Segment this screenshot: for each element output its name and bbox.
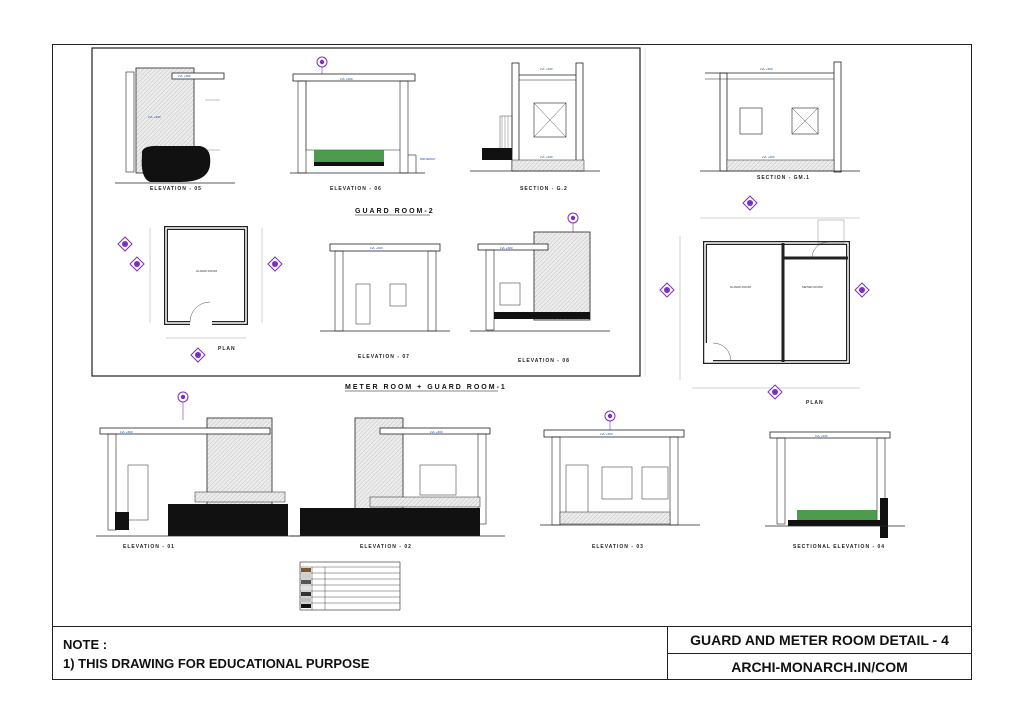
elevation-05: LVL +600 LVL +600 [115,67,235,184]
elevation-07: LVL +600 [320,243,450,332]
svg-text:DRIVEWAY: DRIVEWAY [420,157,436,161]
svg-text:LVL +600: LVL +600 [600,432,613,436]
svg-text:LVL +600: LVL +600 [120,430,133,434]
label-plan-b: PLAN [806,400,824,406]
label-section-g2: SECTION - G.2 [520,186,568,192]
svg-text:LVL +600: LVL +600 [540,67,553,71]
label-sectional-elevation-04: SECTIONAL ELEVATION - 04 [793,544,885,550]
svg-text:LVL +600: LVL +600 [430,430,443,434]
label-elevation-06: ELEVATION - 06 [330,186,382,192]
title-block: GUARD AND METER ROOM DETAIL - 4 ARCHI-MO… [667,626,972,680]
label-plan-a: PLAN [218,346,236,352]
elevation-06: LVL +600 DRIVEWAY [290,56,436,174]
plan-guard-room-2: GUARD ROOM [117,226,283,363]
label-elevation-05: ELEVATION - 05 [150,186,202,192]
label-elevation-07: ELEVATION - 07 [358,354,410,360]
header-meter-guard-room-1: METER ROOM + GUARD ROOM-1 [345,384,507,391]
svg-text:LVL +600: LVL +600 [500,246,513,250]
label-elevation-02: ELEVATION - 02 [360,544,412,550]
plan-meter-guard-room: GUARD ROOM METER ROOM [659,195,870,400]
label-elevation-08: ELEVATION - 08 [518,358,570,364]
elevation-08: LVL +600 [470,212,610,332]
svg-text:LVL +600: LVL +600 [540,155,553,159]
svg-text:LVL +600: LVL +600 [148,115,161,119]
section-g2: LVL +600 LVL +600 [470,62,600,172]
sectional-elevation-04: LVL +600 [765,431,905,538]
website-label: ARCHI-MONARCH.IN/COM [731,659,908,675]
note-line-1: 1) THIS DRAWING FOR EDUCATIONAL PURPOSE [63,656,370,671]
label-section-gm1: SECTION - GM.1 [757,175,810,181]
svg-text:LVL +600: LVL +600 [178,74,191,78]
plan-a-room-label: GUARD ROOM [196,269,218,273]
svg-text:LVL +600: LVL +600 [760,67,773,71]
header-guard-room-2: GUARD ROOM-2 [355,208,435,215]
elevation-01: LVL +600 [96,391,300,537]
svg-text:LVL +600: LVL +600 [762,155,775,159]
note-box: NOTE : 1) THIS DRAWING FOR EDUCATIONAL P… [52,626,668,680]
plan-b-meter-room-label: METER ROOM [802,285,823,289]
stone-cladding-legend [299,561,401,611]
guard-room-2-panel [91,47,641,377]
elevation-03: LVL +600 [540,410,700,526]
svg-text:LVL +600: LVL +600 [370,246,383,250]
svg-text:LVL +600: LVL +600 [340,77,353,81]
drawing-title: GUARD AND METER ROOM DETAIL - 4 [668,627,971,654]
label-elevation-01: ELEVATION - 01 [123,544,175,550]
section-gm1: LVL +600 LVL +600 [700,61,860,173]
elevation-02: LVL +600 [290,417,505,537]
svg-text:LVL +600: LVL +600 [815,434,828,438]
label-elevation-03: ELEVATION - 03 [592,544,644,550]
note-heading: NOTE : [63,637,108,652]
plan-b-guard-room-label: GUARD ROOM [730,285,752,289]
